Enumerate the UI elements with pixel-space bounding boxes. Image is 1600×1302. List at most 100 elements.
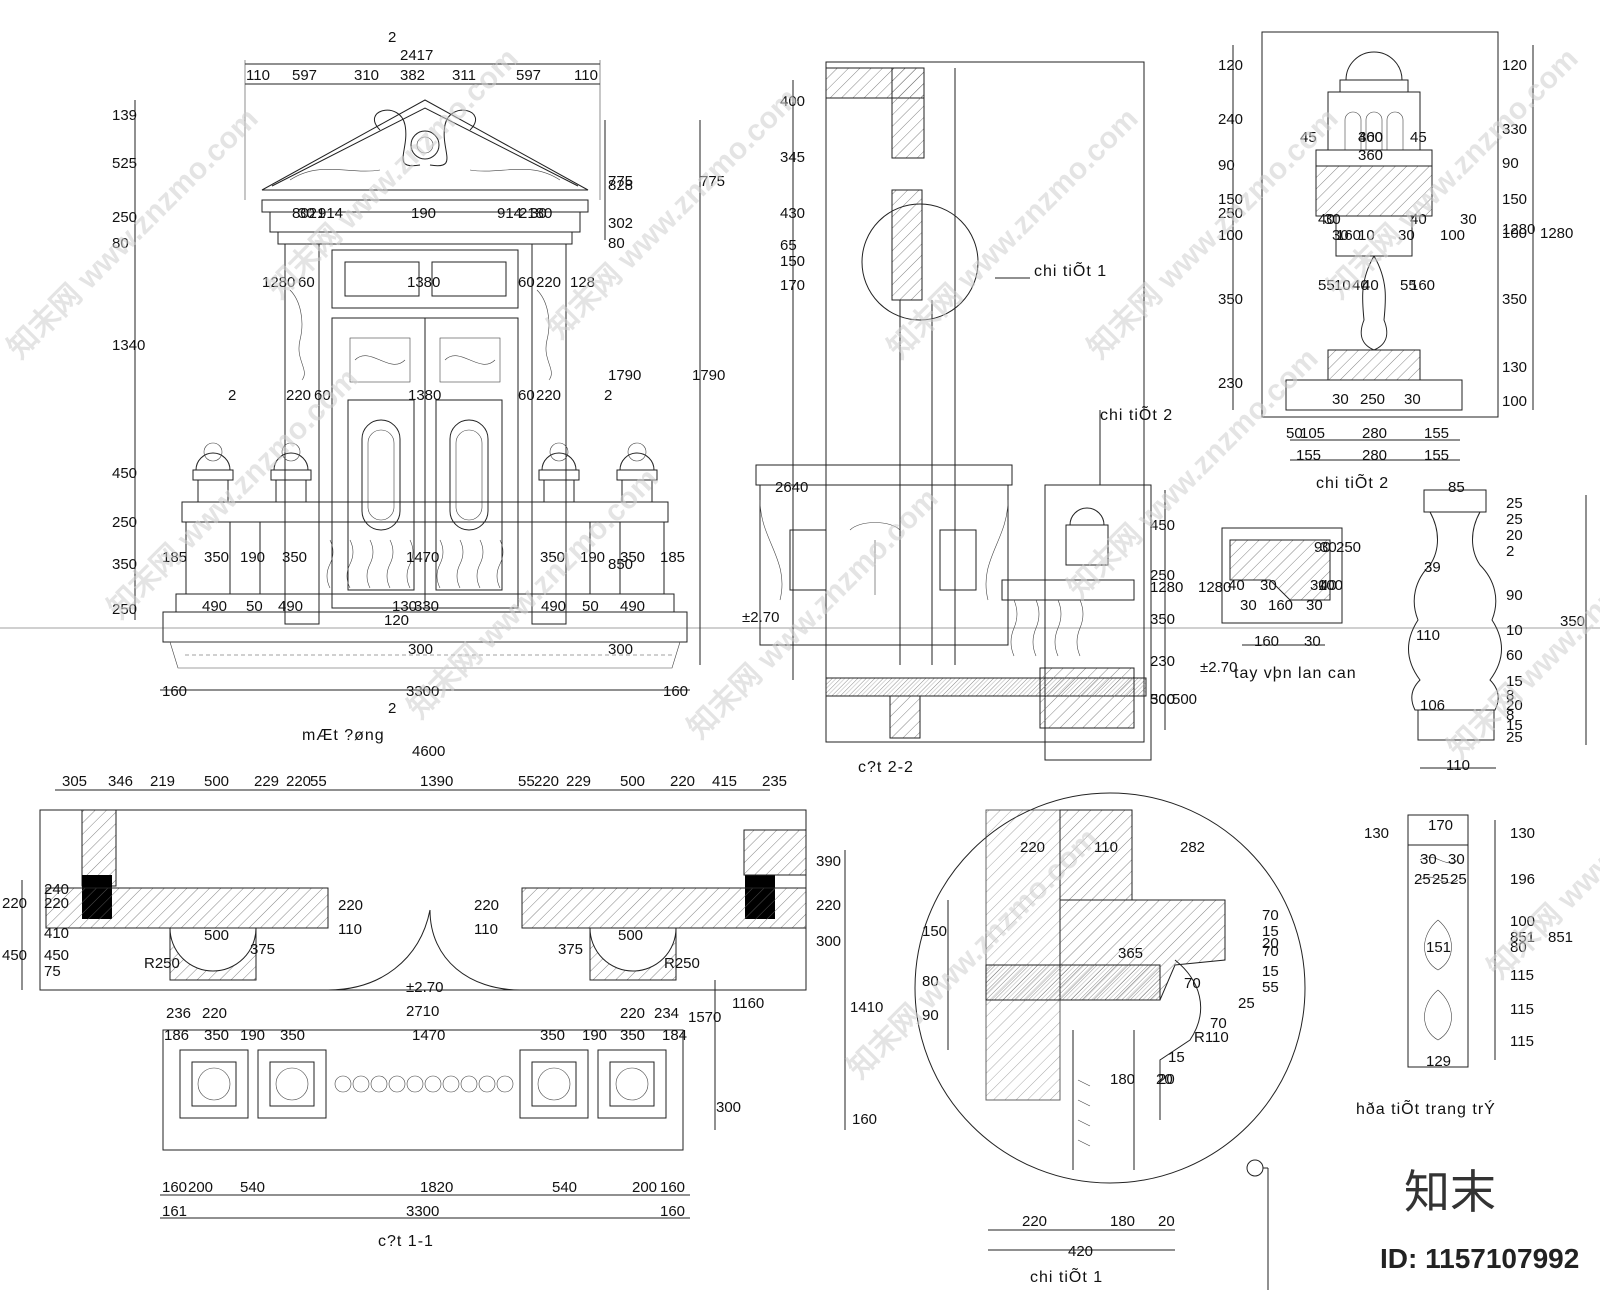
baluster-inner-dim: 106 [1420,697,1445,714]
baluster-right-dim: 15 [1506,673,1523,690]
plan-total-width: 4600 [412,743,445,760]
elevation-balusters [326,539,504,589]
section-mark: 2 [388,700,396,717]
detail1-top-dim: 220 [1020,839,1045,856]
detail1-bottom-dim: 220 [1022,1213,1047,1230]
plan-right-dim: 300 [816,933,841,950]
detail1-right-dim: 15 [1262,963,1279,980]
elevation-left-dim: 80 [112,235,129,252]
balustrade-dim: 190 [580,549,605,566]
plan-row-dim: 220 [620,1005,645,1022]
plan-row-dim: 190 [240,1027,265,1044]
detail2-callout-label: chi tiÕt 2 [1100,404,1173,424]
plan-right-dim: 300 [716,1099,741,1116]
plan-bottom-dim: 160 [162,1179,187,1196]
plan-bottom-dim: 200 [188,1179,213,1196]
plan-bottom-dim: 160 [660,1179,685,1196]
section22-right-dim: 350 [1150,611,1175,628]
detail2-inner-dim: 55 [1400,277,1417,294]
detail2-inner-dim: 45 [1300,129,1317,146]
section22-right-dim: 1280 [1150,579,1183,596]
baluster-view [1408,489,1587,769]
plan-row-dim: 184 [662,1027,687,1044]
plan-top-dim: 346 [108,773,133,790]
detail2-right-dim: 330 [1502,121,1527,138]
ornament-inner-dim: 25 [1414,871,1431,888]
watermark-text: 知末网 www.znzmo.com [542,82,805,345]
door-dim: 220 [286,387,311,404]
detail1-view [914,792,1306,1251]
plan-row-dim: 236 [166,1005,191,1022]
detail2-inner-dim: 40 [1318,211,1335,228]
plan-section-11-view [21,789,846,1219]
detail2-right-dim: 1280 [1540,225,1573,242]
plan-mid-dim: R250 [144,955,180,972]
detail2-inner-dim: 55 [1318,277,1335,294]
ornament-inner-dim: 25 [1450,871,1467,888]
plan-baluster-circles [334,1075,514,1093]
section22-right-dim: 250 [1150,567,1175,584]
detail2-right-dim: 100 [1502,225,1527,242]
baluster-right-dim: 90 [1506,587,1523,604]
ornament-right-dim: 196 [1510,871,1535,888]
door-dim: 220 [536,387,561,404]
detail2-left-dim: 240 [1218,111,1243,128]
detail2-inner-dim: 40 [1410,211,1427,228]
base-dim: 490 [541,598,566,615]
pediment-dim: 2180 [519,205,552,222]
detail2-view [1232,31,1534,461]
ornament-inner-dim: 30 [1420,851,1437,868]
detail2-bottom-dim: 280 [1362,447,1387,464]
brand-logo: 知末 [1404,1166,1496,1218]
plan-row-dim: 350 [620,1027,645,1044]
handrail-dim: 160 [1254,633,1279,650]
pediment-dim: 30 [530,205,547,222]
door-dim: 60 [518,274,535,291]
balustrade-dim: 350 [204,549,229,566]
section22-right-dim: 500 [1172,691,1197,708]
plan-row-dim: 350 [280,1027,305,1044]
elevation-right-dim: 80 [608,235,625,252]
plan-mid-dim: 375 [250,941,275,958]
detail1-caption: chi tiÕt 1 [1030,1266,1103,1286]
detail1-right-dim: 15 [1262,923,1279,940]
balustrade-dim: 350 [540,549,565,566]
ornament-caption: hða tiÕt trang trÝ [1356,1098,1496,1118]
plan-bottom-dim: 160 [660,1203,685,1220]
elevation-top-dim: 110 [246,67,270,84]
baluster-right-dim: 25 [1506,729,1523,746]
base-dim: 490 [620,598,645,615]
plan-post-squares [179,1049,667,1119]
base-dim: 130 [392,598,417,615]
ornament-left-dim: 130 [1364,825,1389,842]
detail1-right-dim: 70 [1262,907,1279,924]
balustrade-dim: 350 [620,549,645,566]
plan-row-dim: 234 [654,1005,679,1022]
ornament-view [1407,814,1496,1068]
elevation-top-dim: 597 [516,67,541,84]
elevation-view [0,60,1600,691]
detail1-right-dim: R110 [1194,1029,1229,1046]
detail2-left-dim: 120 [1218,57,1243,74]
door-dim: 60 [314,387,331,404]
balustrade-dim: 185 [660,549,685,566]
detail2-left-dim: 230 [1218,375,1243,392]
elevation-right-dim: 828 [608,177,633,194]
section22-caption: c?t 2-2 [858,759,914,776]
detail2-inner-dim: 160 [1410,277,1435,294]
detail1-left-dim: 90 [922,1007,939,1024]
plan-top-dim: 1390 [420,773,453,790]
section22-left-dim: 430 [780,205,805,222]
ornament-right-dim: 115 [1510,1001,1534,1018]
elevation-left-dim: 450 [112,465,137,482]
detail2-right-dim: 100 [1502,393,1527,410]
section22-right-dim: 500 [1150,691,1175,708]
pediment-dim: 190 [411,205,436,222]
door-dim: 1280 [262,274,295,291]
detail1-center-dim: 20 [1158,1071,1175,1088]
elevation-right-dim: 775 [700,173,725,190]
base-dim: 330 [414,598,439,615]
section-22-view [755,61,1166,761]
